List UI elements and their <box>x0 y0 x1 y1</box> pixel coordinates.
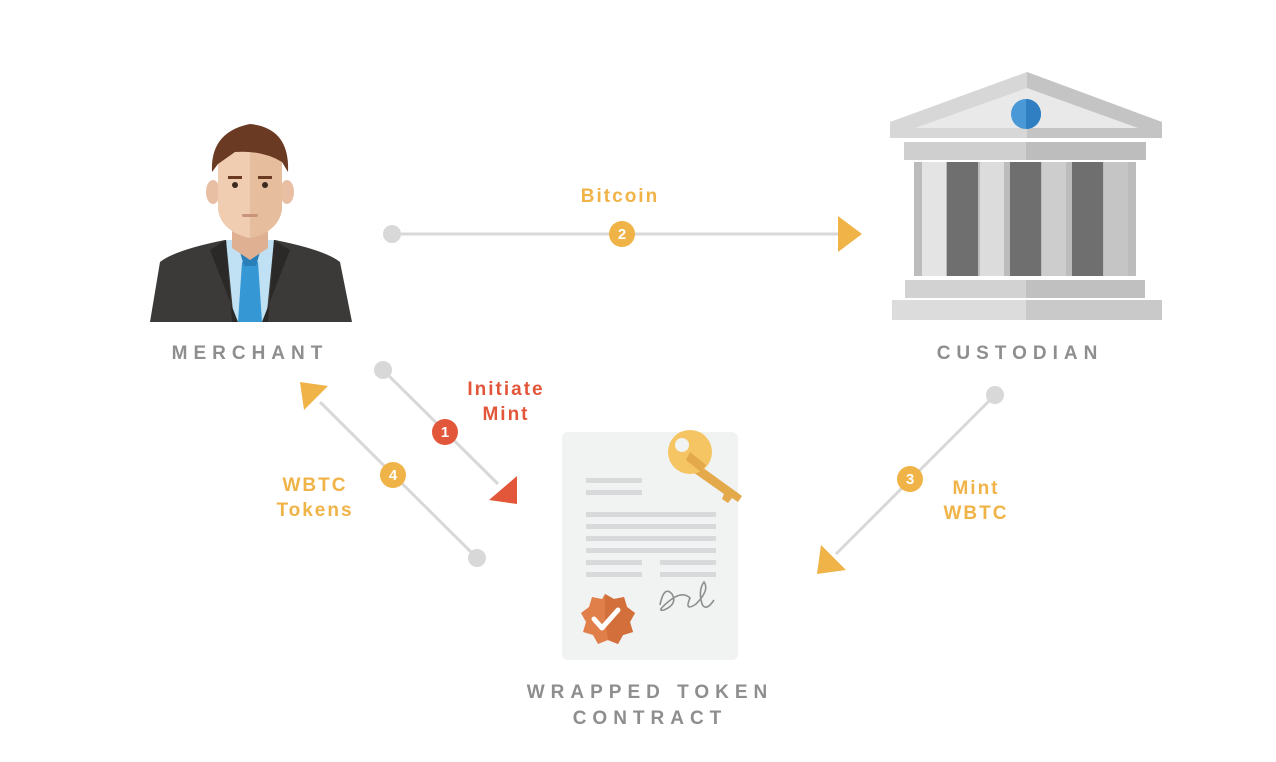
flow-label-bitcoin-line-1: Bitcoin <box>580 186 660 207</box>
flow-label-wbtc-tokens-line-2: Tokens <box>276 500 354 521</box>
arrowhead-mint-wbtc <box>817 545 846 574</box>
step-badge-1 <box>432 419 458 445</box>
merchant-label: MERCHANT <box>171 343 329 364</box>
contract-label-line-1: WRAPPED TOKEN <box>526 682 774 703</box>
step-badge-4 <box>380 462 406 488</box>
flow-label-wbtc-tokens: WBTC Tokens <box>250 473 380 523</box>
step-badge-2 <box>609 221 635 247</box>
arrowhead-wbtc-tokens <box>300 382 328 410</box>
step-number-3: 3 <box>906 471 914 488</box>
flow-label-mint-wbtc: Mint WBTC <box>916 476 1036 526</box>
flow-label-initiate-mint: Initiate Mint <box>436 377 576 427</box>
flow-label-initiate-mint-line-1: Initiate <box>467 379 545 400</box>
step-number-2: 2 <box>618 226 626 243</box>
flow-label-mint-wbtc-line-2: WBTC <box>943 503 1009 524</box>
flow-wbtc-tokens: 4 <box>300 382 486 567</box>
merchant-avatar-icon <box>150 124 352 322</box>
flow-mint-wbtc: 3 <box>817 386 1004 574</box>
step-badge-3 <box>897 466 923 492</box>
contract-label: WRAPPED TOKEN CONTRACT <box>450 680 850 732</box>
arrowhead-initiate-mint <box>489 476 517 504</box>
flow-initiate-mint: 1 <box>374 361 517 504</box>
arrowhead-bitcoin <box>838 216 862 252</box>
flow-label-bitcoin: Bitcoin <box>540 184 700 209</box>
bank-building-icon <box>890 72 1162 320</box>
flow-label-wbtc-tokens-line-1: WBTC <box>282 475 348 496</box>
contract-label-line-2: CONTRACT <box>572 708 728 729</box>
step-number-1: 1 <box>441 424 449 441</box>
signature-icon <box>659 580 715 612</box>
custodian-label: CUSTODIAN <box>936 343 1104 364</box>
key-icon <box>668 430 742 503</box>
flow-label-mint-wbtc-line-1: Mint <box>952 478 1000 499</box>
step-number-4: 4 <box>389 467 398 484</box>
verified-badge-icon <box>581 594 635 644</box>
flow-bitcoin: 2 <box>383 216 862 252</box>
flow-label-initiate-mint-line-2: Mint <box>482 404 530 425</box>
